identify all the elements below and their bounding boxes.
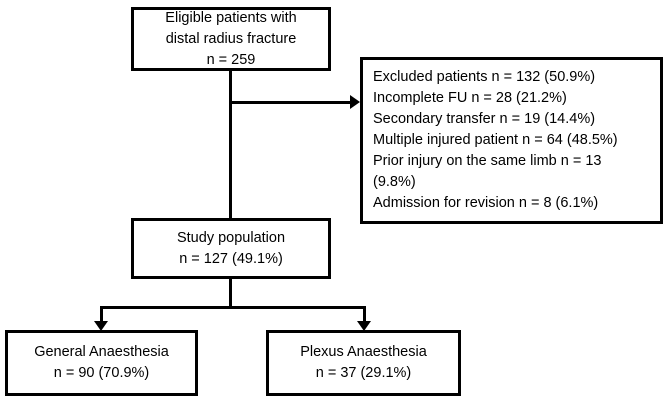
connector-eligible-to-study xyxy=(229,71,232,218)
node-text-line: Excluded patients n = 132 (50.9%) xyxy=(373,69,596,85)
node-text-line: Incomplete FU n = 28 (21.2%) xyxy=(373,90,567,106)
node-text-line: n = 37 (29.1%) xyxy=(315,365,412,381)
node-general-anaesthesia: General Anaesthesia n = 90 (70.9%) xyxy=(5,330,198,396)
connector-study-to-branch xyxy=(229,279,232,309)
node-text-line: distal radius fracture xyxy=(165,30,297,47)
node-plexus-anaesthesia: Plexus Anaesthesia n = 37 (29.1%) xyxy=(266,330,461,396)
node-text-line: General Anaesthesia xyxy=(34,344,169,360)
node-text-line: Eligible patients with xyxy=(165,9,297,26)
node-text-line: Multiple injured patient n = 64 (48.5%) xyxy=(373,132,618,148)
connector-to-plexus xyxy=(363,306,366,322)
node-text-line: n = 259 xyxy=(206,51,256,68)
node-text-line: n = 90 (70.9%) xyxy=(53,365,150,381)
node-eligible-patients: Eligible patients with distal radius fra… xyxy=(131,7,331,71)
node-text-line: Plexus Anaesthesia xyxy=(300,344,427,360)
node-text-line: (9.8%) xyxy=(373,174,416,190)
node-text-line: Prior injury on the same limb n = 13 xyxy=(373,153,602,169)
arrowhead-excluded xyxy=(350,95,360,109)
node-text-line: Admission for revision n = 8 (6.1%) xyxy=(373,195,599,211)
node-text-line: n = 127 (49.1%) xyxy=(179,250,283,267)
connector-to-excluded xyxy=(230,101,350,104)
node-study-population: Study population n = 127 (49.1%) xyxy=(131,218,331,279)
arrowhead-plexus xyxy=(357,321,371,331)
connector-to-general xyxy=(100,306,103,322)
arrowhead-general xyxy=(94,321,108,331)
node-excluded-patients: Excluded patients n = 132 (50.9%) Incomp… xyxy=(360,57,663,224)
node-text-line: Study population xyxy=(176,229,286,246)
node-text-line: Secondary transfer n = 19 (14.4%) xyxy=(373,111,596,127)
connector-branch-horizontal xyxy=(100,306,366,309)
